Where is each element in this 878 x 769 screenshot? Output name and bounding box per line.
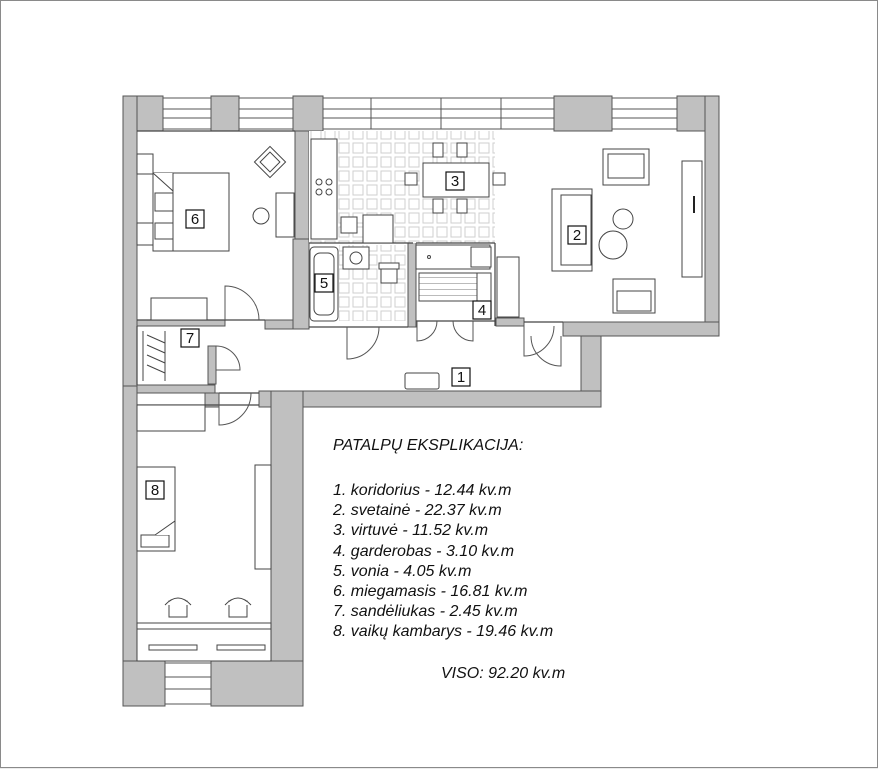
kitchen-furniture [310,138,506,270]
room-label-8: 8 [151,482,159,499]
legend-item: 1. koridorius - 12.44 kv.m [333,482,512,499]
storage-fittings [142,331,166,381]
room-label-6: 6 [191,211,199,228]
living-furniture [496,148,703,318]
area-legend: PATALPŲ EKSPLIKACIJA: 1. koridorius - 12… [333,437,653,682]
legend-item: 3. virtuvė - 11.52 kv.m [333,522,489,540]
room-label-3: 3 [451,173,459,190]
bedroom-furniture [136,145,295,321]
legend-item: 6. miegamasis - 16.81 kv.m [333,582,528,600]
room-label-4: 4 [478,302,486,319]
legend-item: 5. vonia - 4.05 kv.m [333,562,472,580]
legend-heading: PATALPŲ EKSPLIKACIJA: [333,437,524,454]
corridor-bench [404,372,440,390]
room-label-7: 7 [186,330,194,347]
room-label-1: 1 [457,369,465,386]
kids-room-furniture [136,404,272,662]
legend-item: 4. garderobas - 3.10 kv.m [333,542,515,560]
room-labels: 6 3 2 5 4 7 1 8 [145,171,587,500]
room-label-2: 2 [573,227,581,244]
walls [122,95,720,707]
legend-item: 7. sandėliukas - 2.45 kv.m [333,603,518,621]
room-label-5: 5 [320,275,328,292]
legend-total: VISO: 92.20 kv.m [441,665,566,682]
closet-fittings [418,272,492,302]
legend-item: 8. vaikų kambarys - 19.46 kv.m [333,623,554,641]
legend-item: 2. svetainė - 22.37 kv.m [333,502,502,520]
windows [162,97,678,705]
doors [215,285,562,426]
